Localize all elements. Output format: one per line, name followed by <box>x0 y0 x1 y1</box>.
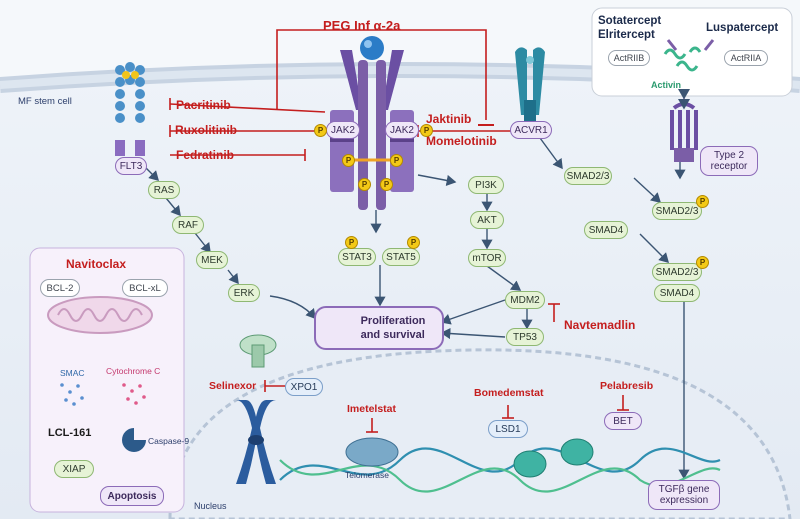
apoptosis-node: Apoptosis <box>100 486 164 506</box>
bcl2-node: BCL-2 <box>40 279 80 297</box>
chromosome-graphic <box>236 400 276 484</box>
telomerase-label: Telomerase <box>345 470 389 480</box>
smad23-c-node: SMAD2/3 <box>652 263 702 281</box>
ligand-panel <box>591 7 793 97</box>
phospho-marker: P <box>380 178 393 191</box>
stat3-node: STAT3 <box>338 248 376 266</box>
sotatercept-elritercept-label: Sotatercept Elritercept <box>598 15 662 41</box>
phospho-marker: P <box>407 236 420 249</box>
peg-inhibition-line <box>276 29 487 120</box>
nucleus-label: Nucleus <box>194 501 227 511</box>
phospho-marker: P <box>696 195 709 208</box>
telomerase-graphic <box>345 437 399 467</box>
ras-node: RAS <box>148 181 180 199</box>
bet-node: BET <box>604 412 642 430</box>
imetelstat-label: Imetelstat <box>347 403 397 415</box>
lsd1-node: LSD1 <box>488 420 528 438</box>
bomedemstat-label: Bomedemstat <box>474 387 544 399</box>
xpo1-node: XPO1 <box>285 378 323 396</box>
phospho-marker: P <box>696 256 709 269</box>
cell-label: MF stem cell <box>18 96 72 107</box>
selinexor-label: Selinexor <box>209 380 257 392</box>
peg-interferon-label: PEG Inf α-2a <box>323 18 401 33</box>
flt3-receptor-graphic <box>115 62 145 156</box>
acvr1-node: ACVR1 <box>510 121 552 139</box>
smad4-b-node: SMAD4 <box>654 284 700 302</box>
pelabresib-label: Pelabresib <box>600 380 654 392</box>
ruxolitinib-label: Ruxolitinib <box>175 123 237 137</box>
smad23-a-node: SMAD2/3 <box>564 167 612 185</box>
smac-label: SMAC <box>60 368 85 378</box>
caspase-9-graphic <box>122 428 146 452</box>
momelotinib-label: Momelotinib <box>426 134 497 148</box>
mek-node: MEK <box>196 251 228 269</box>
lcl-161-label: LCL-161 <box>48 427 92 439</box>
navtemadlin-label: Navtemadlin <box>564 318 636 332</box>
smad4-a-node: SMAD4 <box>584 221 628 239</box>
caspase-9-label: Caspase-9 <box>148 436 190 446</box>
erk-node: ERK <box>228 284 260 302</box>
stat5-node: STAT5 <box>382 248 420 266</box>
phospho-marker: P <box>345 236 358 249</box>
bclxl-node: BCL-xL <box>122 279 168 297</box>
raf-node: RAF <box>172 216 204 234</box>
actriib-node: ActRIIB <box>608 50 650 66</box>
jak2-right-node: JAK2 <box>385 121 419 139</box>
mitochondrion <box>47 296 153 334</box>
akt-node: AKT <box>470 211 504 229</box>
cytochrome-c-label: Cytochrome C <box>106 366 161 376</box>
pi3k-node: PI3K <box>468 176 504 194</box>
mdm2-node: MDM2 <box>505 291 545 309</box>
activin-label: Activin <box>651 80 682 90</box>
xiap-node: XIAP <box>54 460 94 478</box>
phospho-marker: P <box>314 124 327 137</box>
actriia-node: ActRIIA <box>724 50 768 66</box>
jak2-left-node: JAK2 <box>326 121 360 139</box>
type2-receptor-node: Type 2 receptor <box>700 146 758 176</box>
phospho-marker: P <box>358 178 371 191</box>
phospho-marker: P <box>390 154 403 167</box>
proliferation-survival-node: Proliferation and survival <box>314 306 444 350</box>
fedratinib-label: Fedratinib <box>176 148 235 162</box>
mtor-node: mTOR <box>468 249 506 267</box>
jaktinib-label: Jaktinib <box>426 112 472 126</box>
luspatercept-label: Luspatercept <box>706 22 779 34</box>
flt3-node: FLT3 <box>115 157 147 175</box>
phospho-marker: P <box>342 154 355 167</box>
phospho-marker: P <box>420 124 433 137</box>
smad23-b-node: SMAD2/3 <box>652 202 702 220</box>
tgfb-expression-node: TGFβ gene expression <box>648 480 720 510</box>
tp53-node: TP53 <box>506 328 544 346</box>
nuclear-pore-graphic <box>239 334 277 368</box>
pacritinib-label: Pacritinib <box>176 98 231 112</box>
navitoclax-label: Navitoclax <box>66 257 127 271</box>
